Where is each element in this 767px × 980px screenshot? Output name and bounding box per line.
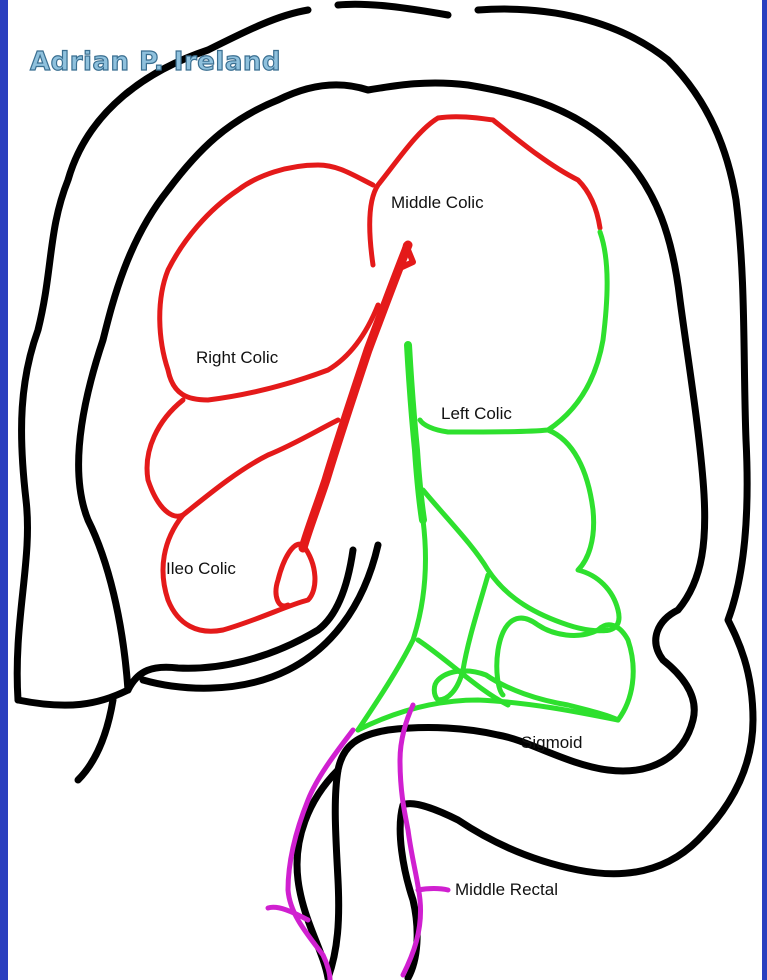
label-left-colic: Left Colic xyxy=(441,404,512,423)
rectal-vessels xyxy=(268,705,448,980)
credit-watermark: Adrian P. Ireland xyxy=(30,47,281,77)
inferior-mesenteric-main xyxy=(358,520,426,730)
left-colic-arcade xyxy=(548,430,619,631)
inferior-mesenteric-vessels xyxy=(358,232,633,730)
label-middle-colic: Middle Colic xyxy=(391,193,484,212)
diagram-canvas: Adrian P. Ireland Middle Colic Right Col… xyxy=(8,0,762,980)
marginal-artery-left xyxy=(420,232,607,432)
sigmoid-branch-1 xyxy=(423,490,608,631)
middle-rectal-branch xyxy=(418,889,448,891)
bowel-outline xyxy=(17,4,753,978)
inferior-mesenteric-trunk xyxy=(408,345,423,520)
colon-blood-supply-diagram: Adrian P. Ireland Middle Colic Right Col… xyxy=(8,0,762,980)
label-sigmoid: Sigmoid xyxy=(521,733,582,752)
label-middle-rectal: Middle Rectal xyxy=(455,880,558,899)
superior-mesenteric-trunk xyxy=(303,245,408,548)
right-colic-arcade-lower xyxy=(147,400,338,516)
label-ileo-colic: Ileo Colic xyxy=(166,559,236,578)
label-right-colic: Right Colic xyxy=(196,348,279,367)
colon-outer-outline xyxy=(17,4,753,978)
